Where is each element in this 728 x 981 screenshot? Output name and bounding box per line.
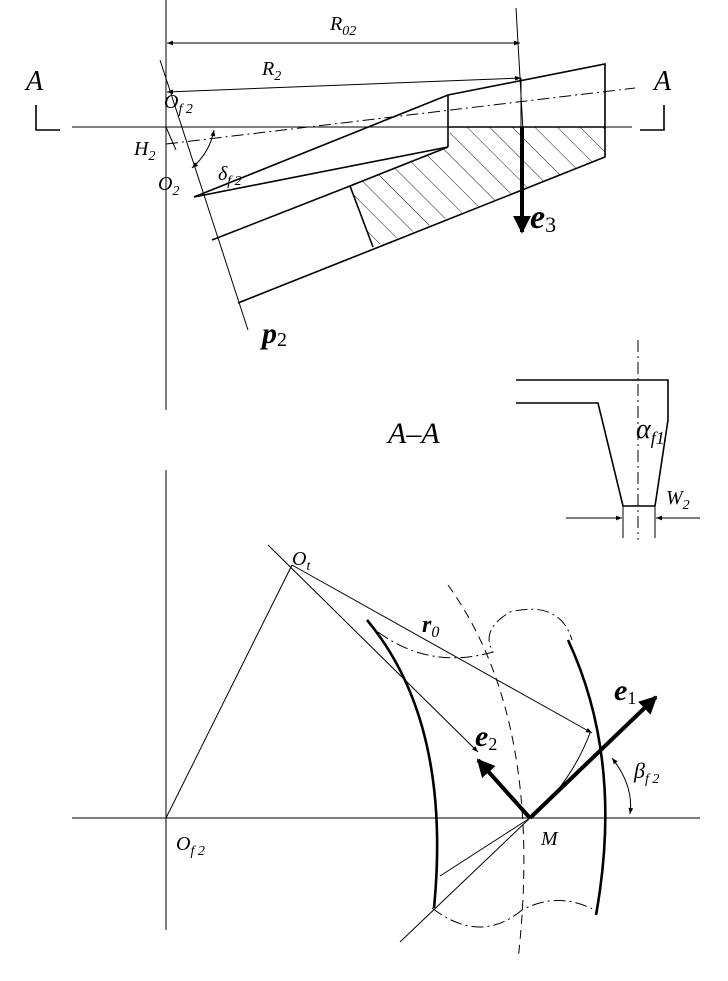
section-mark-right: A: [652, 66, 672, 97]
inner-chord-curve: [529, 732, 591, 819]
ot-label: Ot: [292, 548, 311, 574]
delta-label: δf 2: [218, 163, 242, 189]
cutter-mid-line-2: [349, 146, 449, 187]
alpha-label: αf1: [636, 414, 665, 448]
section-mark-left: A: [24, 66, 44, 97]
of2-top-label: Of 2: [164, 91, 193, 117]
w2-label: W2: [666, 487, 690, 513]
e1-arrow: [528, 695, 658, 820]
e2-arrow: [476, 758, 532, 820]
section-mark-left-bracket: [35, 105, 60, 131]
convex-flank: [566, 639, 607, 916]
m-label: M: [540, 828, 559, 850]
e2-label: e2: [475, 720, 497, 754]
e3-label: e3: [530, 199, 556, 237]
of2-bottom-label: Of 2: [176, 833, 205, 859]
beta-label: βf 2: [633, 758, 659, 787]
e1-label: e1: [614, 674, 636, 708]
cutter-inner-edge: [193, 146, 449, 198]
section-profile-inner: [516, 402, 655, 507]
ot-to-e2-line: [267, 544, 479, 753]
lower-chord: [439, 817, 531, 877]
cutter-outline: [193, 63, 606, 304]
beta-angle-arc: [611, 757, 634, 815]
of2-to-ot-line: [165, 564, 293, 819]
r2-label: R2: [261, 58, 281, 84]
section-profile-outer: [516, 379, 669, 507]
pitch-curve-dashed: [447, 584, 525, 961]
long-diagonal: [399, 817, 531, 943]
r02-ext-right: [515, 7, 524, 131]
hatched-section: [350, 127, 605, 247]
cutter-mid-line: [211, 185, 351, 241]
hatch-left-edge: [349, 185, 374, 248]
ot-to-e1-line: [291, 564, 593, 734]
o2-label: O2: [158, 173, 179, 199]
h2-label: H2: [133, 138, 155, 164]
cutter-circle-top: [377, 608, 573, 659]
cutter-circle-bottom: [431, 900, 599, 928]
cone-generatrix: [159, 59, 249, 331]
concave-flank: [366, 619, 439, 909]
section-a-a: A–A αf1 W2: [386, 340, 700, 540]
r2-dimension: [166, 75, 522, 95]
p2-label: p2: [259, 317, 287, 351]
delta-angle-arc: [191, 129, 216, 169]
h2-offset-line: [165, 126, 177, 151]
r0-label: r0: [422, 612, 439, 641]
bottom-view: Ot r0 e1 e2 βf 2 M Of 2: [72, 470, 700, 961]
r02-label: R02: [329, 13, 356, 39]
top-view: A A R02 R2 Of 2 H2 O2 δf 2 p2 e3: [24, 0, 672, 410]
section-mark-right-bracket: [640, 105, 665, 131]
section-title: A–A: [386, 417, 440, 450]
pitch-line: [165, 87, 636, 145]
